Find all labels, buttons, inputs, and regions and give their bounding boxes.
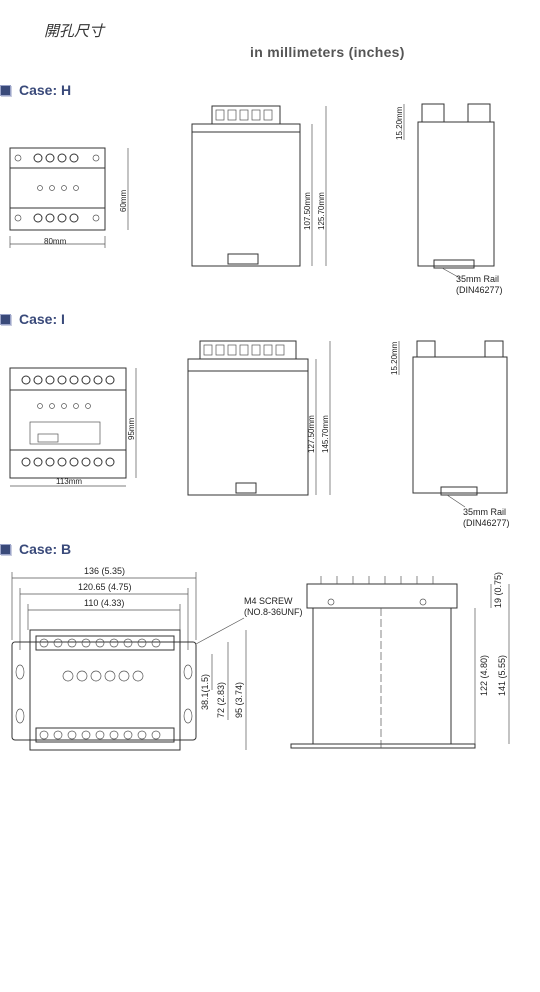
case-h-top-view: 80mm 60mm [9, 147, 129, 248]
case-i-front-view: 127.50mm 145.70mm [187, 340, 331, 496]
terminal-block [306, 576, 458, 609]
case-i-height-dim: 95mm [127, 417, 136, 440]
case-h-terminal-height: 15.20mm [395, 106, 404, 140]
case-b-label: Case: B [19, 541, 72, 557]
units-note: in millimeters (inches) [250, 44, 405, 60]
case-b-dim-body: 110 (4.33) [84, 598, 124, 608]
case-i-rail-label: 35mm Rail [463, 507, 506, 517]
case-b-dim-95: 95 (3.74) [234, 682, 244, 718]
terminal-screws [203, 344, 285, 356]
case-i-terminal-height: 15.20mm [390, 341, 399, 375]
terminal-row-bottom [21, 457, 115, 467]
case-b-heading: Case: B [0, 541, 71, 557]
terminal-strip-top [35, 635, 175, 651]
case-h-side-view: 15.20mm 35mm Rail (DIN46277) [395, 103, 503, 295]
case-b-dim-72: 72 (2.83) [216, 682, 226, 718]
case-h-front-h2: 125.70mm [317, 192, 326, 230]
case-i-side-view: 15.20mm 35mm Rail (DIN46277) [390, 340, 510, 528]
case-h-width-dim: 80mm [44, 237, 67, 246]
case-b-screw-spec: (NO.8-36UNF) [244, 607, 303, 617]
case-b-dim-38: 38.1(1.5) [200, 674, 210, 710]
case-i-top-view: 113mm 95mm [9, 367, 137, 487]
case-b-dim-141: 141 (5.55) [497, 655, 507, 696]
terminal-row-bottom [33, 213, 79, 223]
case-h-rail-std: (DIN46277) [456, 285, 503, 295]
case-h-height-dim: 60mm [119, 189, 128, 212]
case-b-side-view: 19 (0.75) 122 (4.80) 141 (5.55) [290, 572, 510, 749]
case-h-rail-label: 35mm Rail [456, 274, 499, 284]
bullet-icon [0, 543, 11, 555]
case-i-front-h1: 127.50mm [307, 415, 316, 453]
case-i-heading: Case: I [0, 311, 65, 327]
case-b-dim-19: 19 (0.75) [493, 572, 503, 608]
case-b-front-view: 136 (5.35) 120.65 (4.75) 110 (4.33) M4 S… [11, 566, 303, 751]
case-b-dim-mounting: 120.65 (4.75) [78, 582, 132, 592]
led-row [37, 185, 79, 191]
page-title: 開孔尺寸 [44, 22, 105, 40]
led-row [37, 403, 91, 409]
terminal-strip-bottom [35, 727, 175, 743]
case-h-heading: Case: H [0, 82, 71, 98]
case-b-screw-label: M4 SCREW [244, 596, 293, 606]
case-i-width-dim: 113mm [56, 477, 82, 486]
case-i-label: Case: I [19, 311, 65, 327]
bullet-icon [0, 84, 11, 96]
terminal-row-top [33, 153, 79, 163]
terminal-screws [215, 109, 273, 121]
case-i-rail-std: (DIN46277) [463, 518, 510, 528]
case-i-front-h2: 145.70mm [321, 415, 330, 453]
led-row [62, 670, 144, 682]
case-b-dim-width: 136 (5.35) [84, 566, 125, 576]
terminal-row-top [21, 375, 115, 385]
case-h-label: Case: H [19, 82, 72, 98]
case-h-front-view: 107.50mm 125.70mm [191, 105, 327, 267]
case-h-front-h1: 107.50mm [303, 192, 312, 230]
case-b-dim-122: 122 (4.80) [479, 655, 489, 696]
bullet-icon [0, 313, 11, 325]
